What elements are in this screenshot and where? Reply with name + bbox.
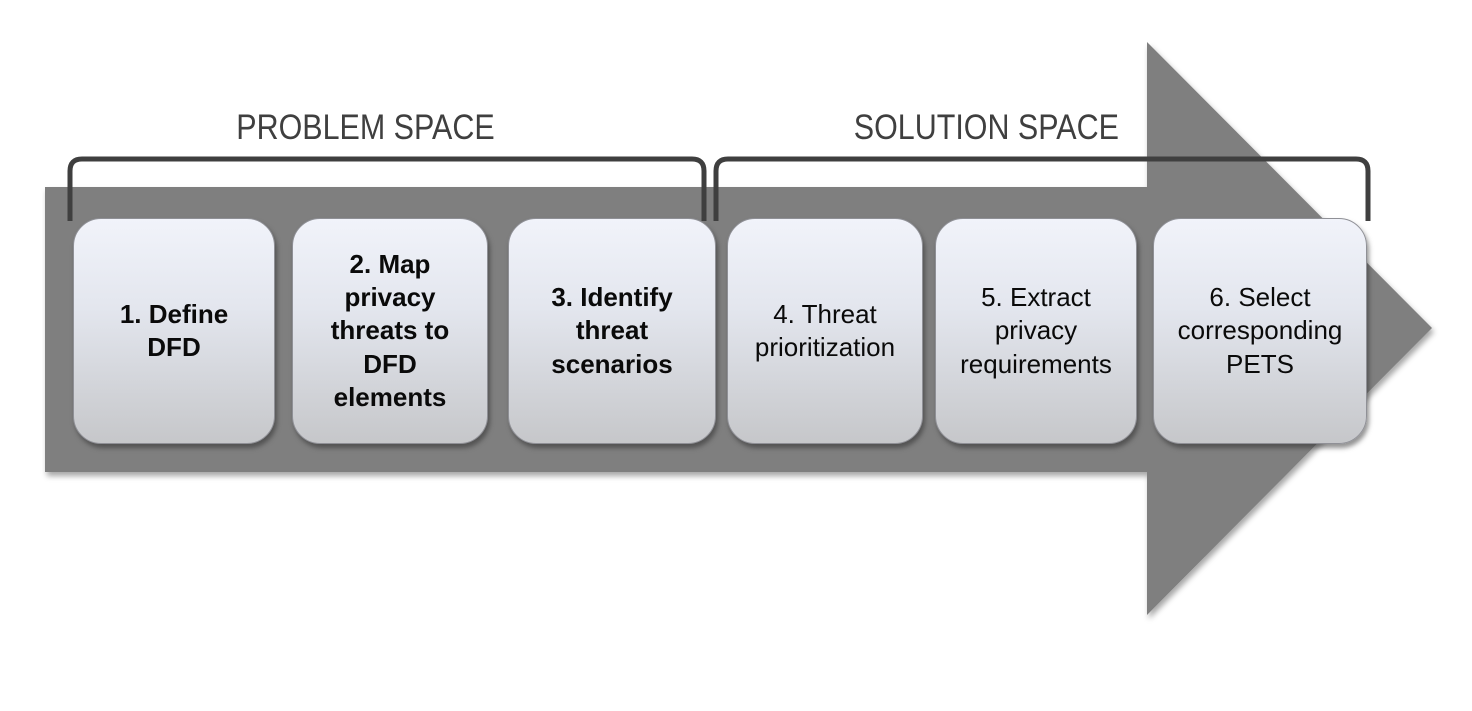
step-box-6-label: 6. Select corresponding PETS [1177, 282, 1343, 379]
step-box-3-label: 3. Identify threat scenarios [551, 282, 673, 379]
step-box-1-label: 1. Define DFD [119, 298, 229, 362]
problem-space-label: PROBLEM SPACE [70, 108, 660, 148]
step-box-4: 4. Threat prioritization [727, 218, 923, 444]
solution-space-bracket [713, 156, 1371, 221]
step-box-1: 1. Define DFD [73, 218, 275, 444]
solution-space-label: SOLUTION SPACE [716, 108, 1256, 148]
step-box-5: 5. Extract privacy requirements [935, 218, 1137, 444]
step-box-2-label: 2. Map privacy threats to DFD elements [330, 249, 450, 412]
step-box-6: 6. Select corresponding PETS [1153, 218, 1367, 444]
step-box-5-label: 5. Extract privacy requirements [960, 282, 1112, 379]
problem-space-bracket [67, 156, 707, 221]
step-box-2: 2. Map privacy threats to DFD elements [292, 218, 488, 444]
solution-space-label-text: SOLUTION SPACE [853, 108, 1119, 147]
step-box-4-label: 4. Threat prioritization [754, 298, 896, 362]
problem-space-label-text: PROBLEM SPACE [235, 108, 495, 147]
step-box-3: 3. Identify threat scenarios [508, 218, 716, 444]
